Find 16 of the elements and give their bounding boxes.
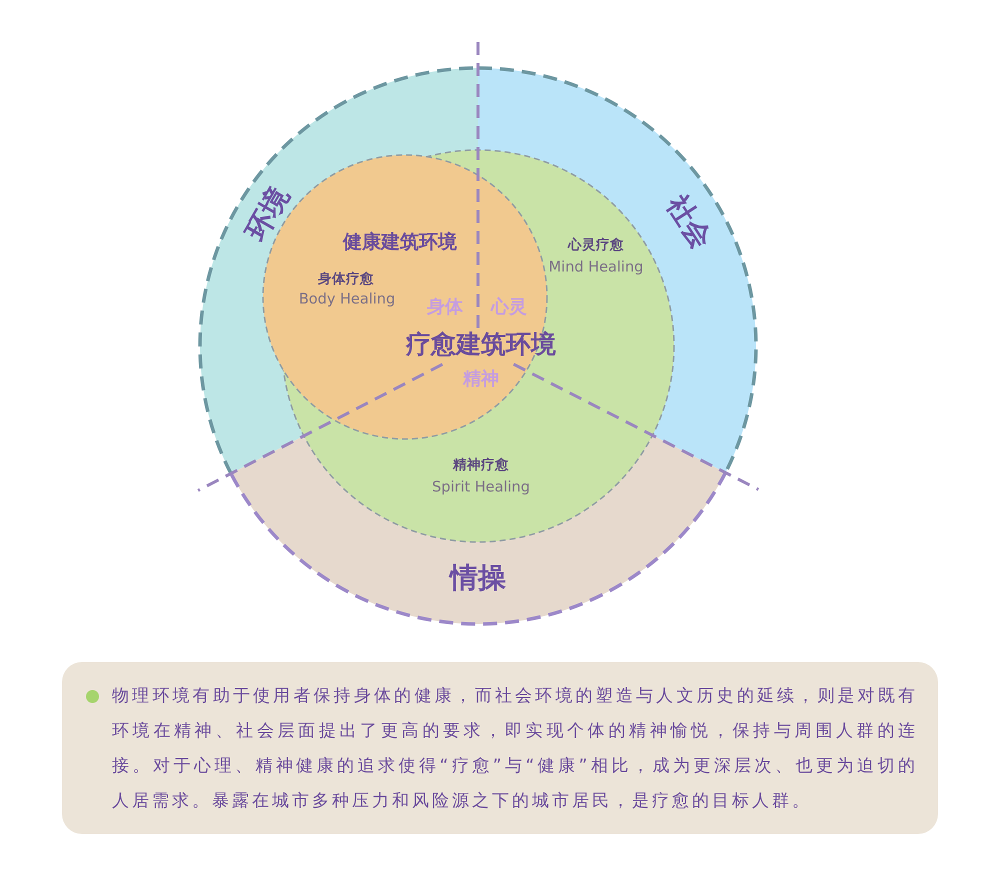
translation-label: Body Healing bbox=[298, 292, 396, 308]
note-card bbox=[62, 662, 938, 834]
category-label: 心灵疗愈 bbox=[568, 238, 624, 254]
aspect-label: 心灵 bbox=[491, 298, 527, 318]
sector-label: 情操 bbox=[450, 562, 506, 594]
circle-title: 健康建筑环境 bbox=[343, 232, 457, 254]
translation-label: Mind Healing bbox=[548, 260, 644, 276]
sector-label: 社会 bbox=[660, 190, 718, 254]
description-text: 物理环境有助于使用者保持身体的健康，而社会环境的塑造与人文历史的延续，则是对既有环境在精神、社会层面提出了更高的要求，即实现个体的精神愉悦，保持与周围人群的连接。对于心理、精神健康的追求使得“疗愈”与“健康”相比，成为更深层次、也更为迫切的人居需求。暴露在城市多种压力和风险源之下的城市居民，是疗愈的目标人群。 bbox=[112, 685, 918, 813]
category-label: 精神疗愈 bbox=[453, 458, 509, 474]
aspect-label: 身体 bbox=[427, 298, 463, 318]
sector-label: 环境 bbox=[240, 182, 296, 246]
center-title: 疗愈建筑环境 bbox=[406, 330, 556, 360]
category-label: 身体疗愈 bbox=[318, 272, 374, 288]
aspect-label: 精神 bbox=[463, 370, 499, 390]
translation-label: Spirit Healing bbox=[432, 480, 530, 496]
